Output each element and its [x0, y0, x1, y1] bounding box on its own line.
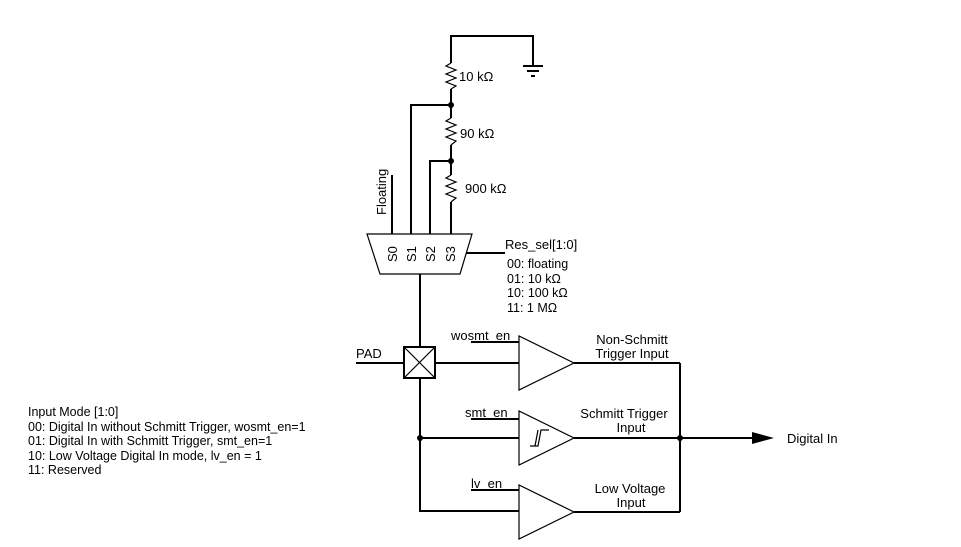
res-sel-label: Res_sel[1:0]: [505, 237, 577, 252]
pad-node: [417, 435, 423, 441]
pad-label: PAD: [356, 346, 382, 361]
schmitt-label-line2: Input: [617, 420, 646, 435]
mux-input-s2: S2: [423, 246, 438, 262]
res-sel-option: 10: 100 kΩ: [507, 286, 568, 300]
low-voltage-buffer: lv_en Low Voltage Input: [471, 476, 666, 540]
resistor-900k: 900 kΩ: [444, 174, 507, 203]
non-schmitt-buffer: wosmt_en Non-Schmitt Trigger Input: [450, 328, 669, 391]
resistor-900k-label: 900 kΩ: [465, 181, 507, 196]
input-mode-title: Input Mode [1:0]: [28, 405, 119, 419]
low-voltage-label-line1: Low Voltage: [595, 481, 666, 496]
non-schmitt-label-line1: Non-Schmitt: [596, 332, 668, 347]
floating-label: Floating: [374, 169, 389, 215]
output-node: [677, 435, 683, 441]
mux-input-s0: S0: [385, 246, 400, 262]
wosmt-en-label: wosmt_en: [450, 328, 510, 343]
res-sel-options: 00: floating 01: 10 kΩ 10: 100 kΩ 11: 1 …: [507, 257, 568, 315]
mux-input-s3: S3: [443, 246, 458, 262]
non-schmitt-label-line2: Trigger Input: [595, 346, 669, 361]
input-mode-line: 11: Reserved: [28, 463, 102, 478]
resistor-90k-label: 90 kΩ: [460, 126, 495, 141]
ground-branch: [450, 35, 543, 77]
resistor-90k: 90 kΩ: [444, 117, 495, 146]
resistor-10k: 10 kΩ: [444, 62, 494, 90]
input-mode-legend: Input Mode [1:0] 00: Digital In without …: [28, 405, 306, 478]
hysteresis-icon: [530, 429, 549, 447]
schmitt-buffer: smt_en Schmitt Trigger Input: [465, 405, 668, 466]
lv-en-label: lv_en: [471, 476, 502, 491]
resistor-10k-label: 10 kΩ: [459, 69, 494, 84]
res-sel-option: 00: floating: [507, 257, 568, 271]
schmitt-label-line1: Schmitt Trigger: [580, 406, 668, 421]
output-arrow-icon: [752, 432, 774, 444]
res-sel-option: 11: 1 MΩ: [507, 301, 557, 315]
pad: [403, 346, 436, 379]
digital-in-label: Digital In: [787, 431, 838, 446]
resistor-select-mux: S0 S1 S2 S3: [366, 233, 473, 275]
input-mode-line: 10: Low Voltage Digital In mode, lv_en =…: [28, 448, 262, 463]
input-mode-line: 01: Digital In with Schmitt Trigger, smt…: [28, 434, 273, 449]
smt-en-label: smt_en: [465, 405, 508, 420]
mux-input-s1: S1: [404, 246, 419, 262]
low-voltage-label-line2: Input: [617, 495, 646, 510]
res-sel-option: 01: 10 kΩ: [507, 272, 561, 286]
input-mode-line: 00: Digital In without Schmitt Trigger, …: [28, 419, 306, 434]
